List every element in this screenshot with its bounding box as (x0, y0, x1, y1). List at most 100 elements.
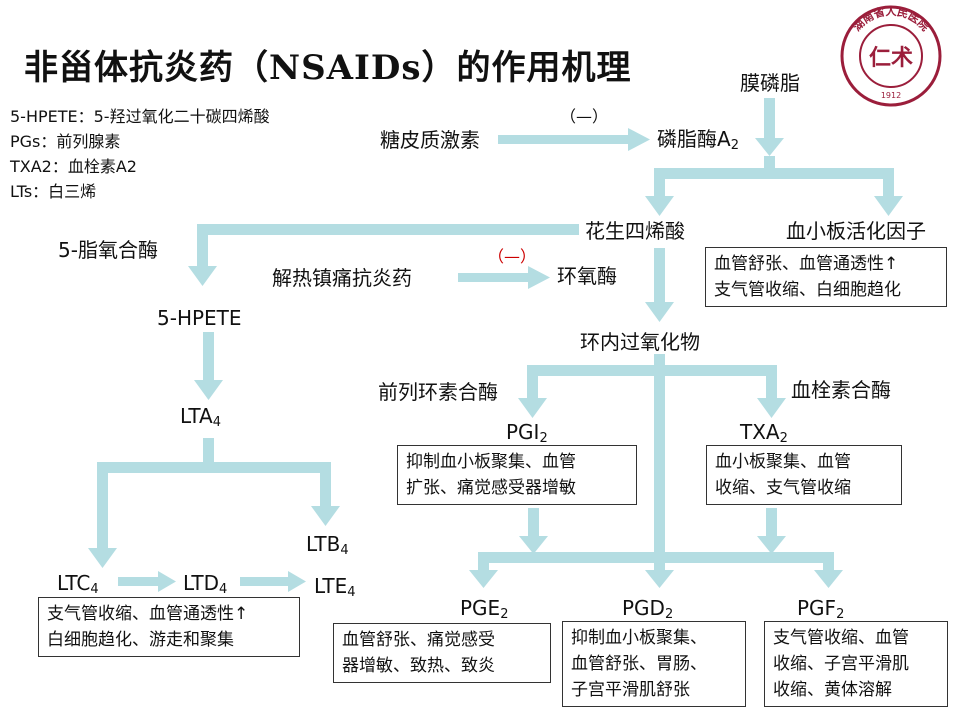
pge-effect-line-2: 器增敏、致热、致炎 (342, 656, 495, 676)
node-txa2: TXA2 (740, 420, 788, 448)
node-nsaid: 解热镇痛抗炎药 (272, 266, 412, 290)
pgi-effect-line-1: 抑制血小板聚集、血管 (406, 452, 576, 472)
pgi-subscript: 2 (539, 431, 548, 446)
box-txa2-effects: 血小板聚集、血管 收缩、支气管收缩 (706, 445, 902, 505)
pgf-effect-line-3: 收缩、黄体溶解 (773, 680, 892, 700)
pgf-subscript: 2 (836, 607, 845, 622)
arrow-to-txa (757, 365, 786, 418)
box-pgi2-effects: 抑制血小板聚集、血管 扩张、痛觉感受器增敏 (397, 445, 637, 505)
slide-title: 非甾体抗炎药（NSAIDs）的作用机理 (24, 48, 632, 88)
node-prostacyclin-synthase: 前列环素合酶 (378, 380, 498, 404)
box-pge2-effects: 血管舒张、痛觉感受 器增敏、致热、致炎 (333, 623, 551, 683)
hospital-seal-icon: 湖南省人民医院 仁术 1912 (830, 4, 952, 108)
arrow-hpete-to-lta (194, 332, 223, 400)
pgf-label: PGF (797, 596, 837, 620)
lt-effect-line-2: 白细胞趋化、游走和聚集 (47, 630, 234, 650)
pgi-effect-line-2: 扩张、痛觉感受器增敏 (406, 478, 576, 498)
txa-effect-line-2: 收缩、支气管收缩 (715, 478, 851, 498)
arrow-glucocorticoid-to-pla2 (498, 128, 650, 151)
node-glucocorticoid: 糖皮质激素 (380, 128, 480, 152)
arrow-nsaid-to-cox (458, 266, 550, 289)
arrow-txa-box-down (757, 508, 786, 554)
inhibit-mark-glucocorticoid: （—） (560, 107, 609, 126)
line-endoperoxide-trunk (654, 354, 665, 560)
txa-effect-line-1: 血小板聚集、血管 (715, 452, 851, 472)
arrow-to-pgi (518, 365, 547, 418)
node-cyclooxygenase: 环氧酶 (557, 264, 617, 288)
lt-effect-line-1: 支气管收缩、血管通透性↑ (47, 604, 249, 624)
inhibit-mark-nsaid: （—） (488, 247, 537, 266)
node-lta4: LTA4 (180, 404, 221, 432)
node-pgf2: PGF2 (797, 596, 844, 624)
arrow-to-ltb (311, 462, 340, 526)
arrow-pgi-box-down (519, 508, 548, 554)
seal-year: 1912 (881, 91, 901, 100)
node-ltc4: LTC4 (57, 571, 99, 599)
arrow-to-hpete (188, 224, 217, 286)
pgd-subscript: 2 (664, 607, 674, 622)
box-leukotriene-effects: 支气管收缩、血管通透性↑ 白细胞趋化、游走和聚集 (38, 597, 300, 657)
ltd-subscript: 4 (219, 582, 228, 597)
seal-inner-text: 仁术 (869, 45, 913, 71)
pla2-subscript: 2 (730, 138, 739, 153)
arrow-to-ltc (88, 462, 117, 568)
line-pla2-junction (764, 156, 775, 170)
arrow-shapes (88, 98, 903, 592)
arrow-to-pgf (814, 552, 843, 588)
ltb-subscript: 4 (340, 543, 349, 558)
node-membrane-phospholipid: 膜磷脂 (740, 71, 800, 95)
node-endoperoxide: 环内过氧化物 (580, 330, 700, 354)
pgd-effect-line-2: 血管舒张、胃肠、 (571, 654, 707, 674)
pge-effect-line-1: 血管舒张、痛觉感受 (342, 630, 495, 650)
node-platelet-activating-factor: 血小板活化因子 (786, 219, 926, 243)
box-pgd2-effects: 抑制血小板聚集、 血管舒张、胃肠、 子宫平滑肌舒张 (562, 621, 746, 707)
lta-subscript: 4 (212, 415, 222, 430)
legend-txa2: TXA2：血栓素A2 (10, 157, 137, 176)
pgd-label: PGD (622, 596, 665, 620)
pgd-effect-line-1: 抑制血小板聚集、 (571, 628, 707, 648)
pge-subscript: 2 (500, 607, 509, 622)
ltb-label: LTB (306, 532, 341, 556)
box-pgf2-effects: 支气管收缩、血管 收缩、子宫平滑肌 收缩、黄体溶解 (764, 621, 948, 707)
node-arachidonic-acid: 花生四烯酸 (585, 219, 685, 243)
arrow-to-pgd (645, 552, 674, 588)
line-pla2-branch (654, 168, 894, 179)
pgf-effect-line-2: 收缩、子宫平滑肌 (773, 654, 909, 674)
txa-subscript: 2 (779, 431, 788, 446)
node-lte4: LTE4 (314, 574, 356, 602)
arrow-ltd-to-lte (240, 571, 306, 592)
hospital-seal-graphic: 湖南省人民医院 仁术 1912 (840, 4, 942, 107)
line-lta-branch (97, 462, 331, 473)
legend-pgs: PGs：前列腺素 (10, 132, 121, 151)
pla2-label: 磷脂酶A (657, 127, 731, 151)
node-pgi2: PGI2 (506, 420, 548, 448)
lte-label: LTE (314, 574, 348, 598)
line-endoperoxide-branch (527, 365, 777, 376)
box-paf-effects: 血管舒张、血管通透性↑ 支气管收缩、白细胞趋化 (705, 247, 947, 307)
node-thromboxane-synthase: 血栓素合酶 (791, 378, 891, 402)
legend-lts: LTs：白三烯 (10, 182, 97, 201)
arrow-to-pge (469, 552, 498, 588)
pgd-effect-line-3: 子宫平滑肌舒张 (571, 680, 690, 700)
paf-effect-line-1: 血管舒张、血管通透性↑ (714, 254, 899, 274)
txa-label: TXA (740, 420, 780, 444)
legend-hpete: 5-HPETE：5-羟过氧化二十碳四烯酸 (10, 107, 270, 126)
arrow-membrane-to-pla2 (755, 98, 784, 156)
node-5-lipoxygenase: 5-脂氧合酶 (58, 238, 158, 262)
line-lta-down (203, 438, 214, 464)
ltd-label: LTD (183, 571, 220, 595)
lta-label: LTA (180, 404, 213, 428)
arrow-to-paf (874, 168, 903, 216)
lte-subscript: 4 (347, 585, 356, 600)
node-ltb4: LTB4 (306, 532, 349, 560)
node-ltd4: LTD4 (183, 571, 227, 599)
pgf-effect-line-1: 支气管收缩、血管 (773, 628, 909, 648)
node-pge2: PGE2 (460, 596, 508, 624)
arrow-to-arachidonic (645, 168, 674, 216)
ltc-label: LTC (57, 571, 91, 595)
node-5-hpete: 5-HPETE (157, 306, 242, 330)
node-phospholipase-a2: 磷脂酶A2 (657, 127, 739, 155)
pge-label: PGE (460, 596, 501, 620)
